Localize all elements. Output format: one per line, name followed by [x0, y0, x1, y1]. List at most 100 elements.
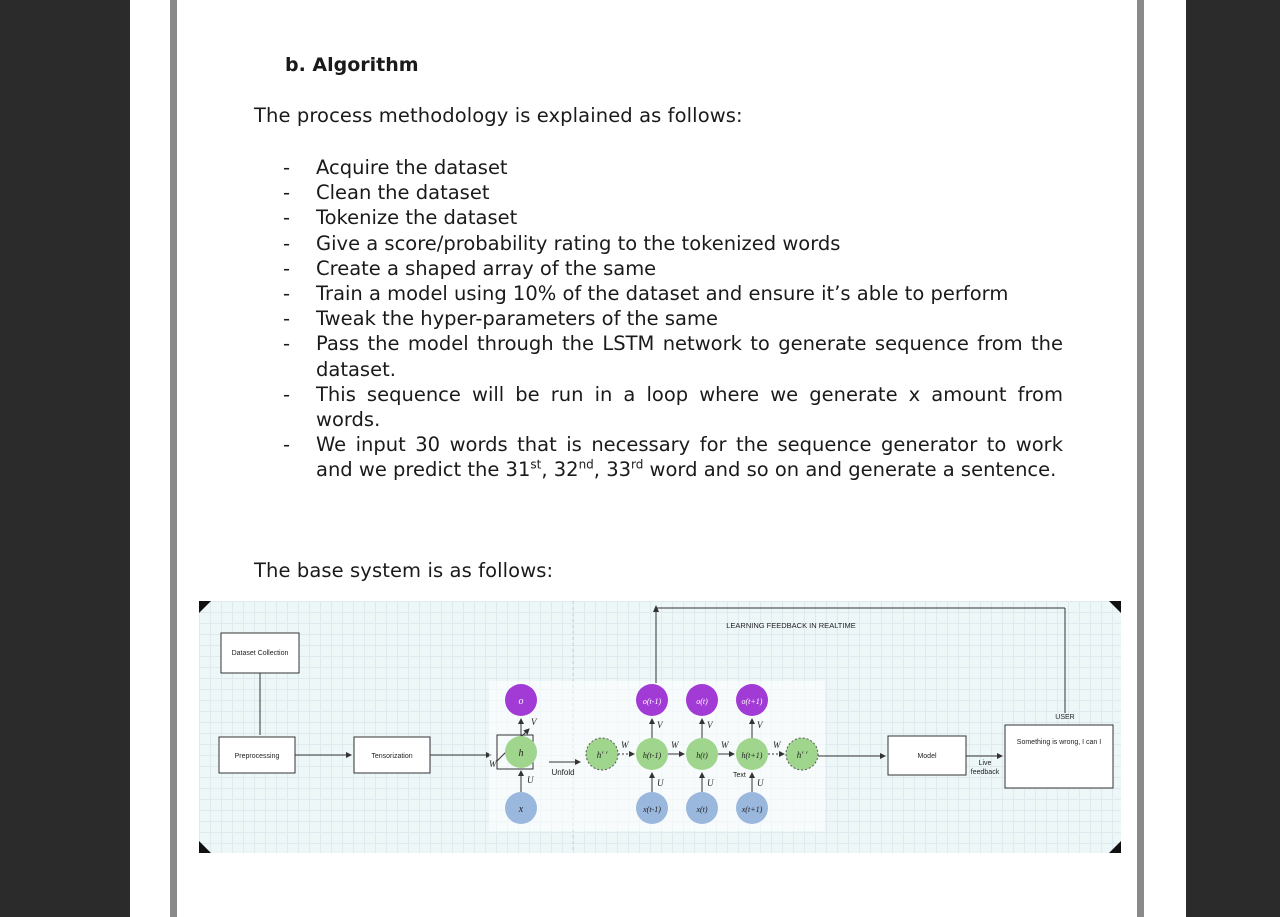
unfold-label: Unfold — [551, 768, 574, 777]
user-message: Something is wrong, I can I — [1017, 739, 1101, 746]
bullet-dash: - — [283, 156, 291, 179]
hidden-node — [636, 738, 668, 770]
node-symbol: x — [518, 804, 524, 815]
learning-feedback-label: LEARNING FEEDBACK IN REALTIME — [726, 621, 855, 630]
output-node — [505, 684, 537, 716]
weight-label: W — [773, 740, 782, 750]
corner-mark — [1109, 841, 1121, 853]
section-heading: b. Algorithm — [285, 54, 419, 76]
page-border-left — [170, 0, 177, 917]
hidden-node — [686, 738, 718, 770]
steps-list: -Acquire the dataset -Clean the dataset … — [283, 155, 1063, 483]
node-symbol: h' ' — [597, 750, 609, 760]
output-node — [736, 684, 768, 716]
model-box — [887, 735, 967, 776]
step-text: Pass the model through the LSTM network … — [316, 332, 1063, 381]
list-item: - Tweak the hyper-parameters of the same — [283, 306, 1063, 331]
step-text: Clean the dataset — [316, 181, 490, 205]
output-node — [686, 684, 718, 716]
user-label: USER — [1055, 714, 1074, 721]
input-node — [736, 792, 768, 824]
hidden-node — [505, 736, 537, 768]
weight-label: W — [621, 740, 630, 750]
weight-label: V — [531, 717, 538, 727]
input-node — [505, 792, 537, 824]
list-item: - This sequence will be run in a loop whe… — [283, 382, 1063, 432]
bullet-dash: - — [283, 256, 291, 280]
weight-label: V — [707, 720, 714, 730]
step-text-part: word and so on and generate a sentence. — [643, 458, 1057, 482]
ordinal-suffix: nd — [578, 457, 594, 472]
step-text: Tweak the hyper-parameters of the same — [316, 307, 718, 331]
list-item: - Give a score/probability rating to the … — [283, 231, 1063, 256]
bullet-dash: - — [283, 332, 291, 356]
intro-paragraph: The process methodology is explained as … — [254, 104, 743, 127]
bullet-dash: - — [283, 282, 291, 306]
output-node — [636, 684, 668, 716]
base-system-paragraph: The base system is as follows: — [254, 559, 554, 582]
weight-label: W — [721, 740, 730, 750]
bullet-dash: - — [283, 382, 291, 406]
node-symbol: o(t+1) — [742, 697, 763, 706]
hidden-node — [736, 738, 768, 770]
viewer-left-gutter — [0, 0, 130, 917]
node-symbol: h(t+1) — [742, 751, 763, 760]
step-text: Give a score/probability rating to the t… — [316, 231, 841, 255]
dataset-collection-label: Dataset Collection — [232, 650, 289, 657]
weight-label: U — [757, 778, 764, 788]
bullet-dash: - — [283, 433, 291, 457]
bullet-dash: - — [283, 307, 291, 331]
list-item: - Clean the dataset — [283, 180, 1063, 205]
corner-mark — [199, 601, 211, 613]
input-node — [636, 792, 668, 824]
list-item: - Pass the model through the LSTM network… — [283, 331, 1063, 381]
live-feedback-label: feedback — [971, 769, 1000, 776]
step-text-part: , 33 — [593, 458, 632, 482]
step-text-part: We input 30 words that is necessary for … — [316, 433, 1063, 482]
user-box — [1004, 724, 1114, 789]
ordinal-suffix: rd — [631, 457, 644, 472]
preprocessing-box — [218, 736, 296, 774]
preprocessing-label: Preprocessing — [235, 753, 280, 760]
hidden-node-trailing — [785, 737, 819, 771]
corner-mark — [199, 841, 211, 853]
node-symbol: h' ' — [797, 750, 809, 760]
feedback-arrowhead — [653, 605, 659, 612]
model-label: Model — [917, 753, 937, 760]
ordinal-suffix: st — [530, 457, 542, 472]
step-text: This sequence will be run in a loop wher… — [316, 382, 1063, 432]
node-symbol: o(t) — [696, 697, 708, 706]
bullet-dash: - — [283, 231, 291, 255]
bullet-dash: - — [283, 181, 291, 205]
node-symbol: h(t-1) — [643, 751, 662, 760]
weight-label: V — [657, 720, 664, 730]
list-item: - We input 30 words that is necessary for… — [283, 432, 1063, 482]
step-text: Create a shaped array of the same — [316, 256, 657, 280]
bullet-dash: - — [283, 206, 291, 230]
node-symbol: o — [519, 696, 524, 707]
node-symbol: h(t) — [696, 751, 708, 760]
dataset-collection-box — [220, 632, 300, 674]
step-text-part: , 32 — [541, 458, 579, 482]
text-label: Text — [733, 772, 746, 779]
live-feedback-label: Live — [979, 760, 992, 767]
step-text: Acquire the dataset — [316, 156, 508, 179]
step-text: Tokenize the dataset — [316, 206, 518, 230]
node-symbol: o(t-1) — [643, 697, 662, 706]
step-text: Train a model using 10% of the dataset a… — [316, 282, 1009, 306]
node-symbol: x(t-1) — [642, 805, 661, 814]
system-diagram-svg: Dataset Collection Preprocessing Tensori… — [199, 601, 1121, 853]
tensorization-label: Tensorization — [371, 753, 412, 760]
weight-label: V — [757, 720, 764, 730]
step-text: We input 30 words that is necessary for … — [316, 433, 1063, 481]
corner-mark — [1109, 601, 1121, 613]
node-symbol: h — [519, 748, 524, 759]
weight-label: U — [527, 775, 534, 785]
list-item: - Tokenize the dataset — [283, 205, 1063, 230]
viewer-right-gutter — [1186, 0, 1280, 917]
node-symbol: x(t) — [695, 805, 707, 814]
list-item: - Create a shaped array of the same — [283, 256, 1063, 281]
weight-label: W — [671, 740, 680, 750]
input-node — [686, 792, 718, 824]
list-item: - Train a model using 10% of the dataset … — [283, 281, 1063, 306]
